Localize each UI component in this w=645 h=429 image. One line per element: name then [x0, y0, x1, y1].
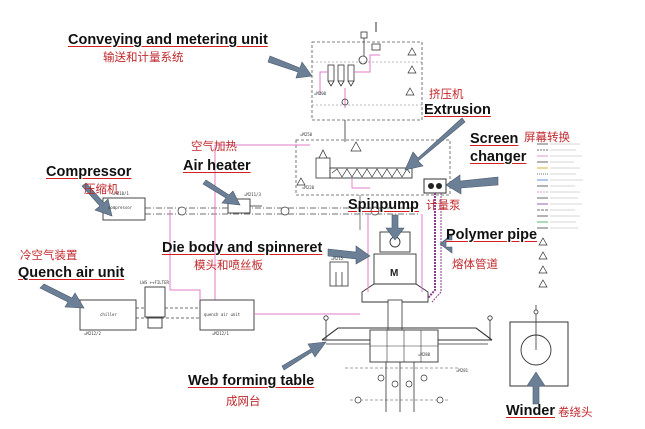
motor-label: M	[390, 268, 399, 279]
web-forming-label-en: Web forming table	[188, 373, 315, 389]
winder-schematic	[509, 305, 569, 387]
spinpump-label-cn: 计量泵	[426, 198, 461, 212]
air-heater-label-en: Air heater	[183, 158, 251, 174]
tag-m213: =M212/1	[212, 331, 229, 336]
tag-m281: =M281	[456, 368, 469, 373]
screen-changer-label-cn: 屏幕转换	[524, 130, 570, 144]
tag-m210: =M210/1	[112, 191, 129, 196]
tag-m220: =M220	[302, 185, 315, 190]
polymer-pipe-label-en: Polymer pipe	[446, 227, 538, 243]
compressor-label-en: Compressor	[46, 164, 132, 180]
winder-label-en: Winder	[506, 403, 556, 419]
arrow-spinpump	[385, 214, 405, 241]
filter-box-label: LWS ++FILTER	[140, 280, 169, 285]
screen-changer-label-en-2: changer	[470, 149, 527, 165]
tag-m250: =M250	[300, 132, 313, 137]
compressor-label-cn: 压缩机	[84, 182, 119, 196]
quench-schematic	[79, 286, 360, 331]
arrow-screen-changer	[445, 174, 499, 195]
quench-box-label: quench air unit	[204, 312, 241, 317]
die-body-label-cn: 模头和喷丝板	[194, 258, 263, 272]
tag-m212: =M212/2	[84, 331, 101, 336]
callout-arrows	[39, 55, 546, 405]
conveying-label-cn: 输送和计量系统	[103, 50, 184, 64]
web-forming-label-cn: 成网台	[226, 394, 261, 408]
winder-label-cn: 卷绕头	[558, 405, 593, 419]
tag-m211: =M211/3	[244, 192, 261, 197]
extrusion-schematic	[295, 139, 451, 196]
spinpump-label-en: Spinpump	[348, 197, 419, 213]
arrow-compressor	[81, 182, 113, 217]
extrusion-label-cn: 挤压机	[429, 87, 464, 101]
extrusion-label-en: Extrusion	[424, 102, 491, 118]
quench-label-en: Quench air unit	[18, 265, 125, 281]
conveying-label-en: Conveying and metering unit	[68, 32, 268, 48]
air-lines	[102, 144, 420, 300]
arrow-conveying	[267, 55, 313, 79]
tag-m200: =M200	[314, 91, 327, 96]
arrow-die-body	[327, 245, 371, 265]
arrow-extrusion	[404, 117, 466, 171]
spin-die-schematic	[329, 193, 442, 331]
tag-m280: =M280	[418, 352, 431, 357]
arrow-air-heater	[202, 179, 241, 206]
chiller-box-label: chiller	[100, 312, 117, 317]
arrow-quench	[39, 283, 85, 309]
arrow-web-forming	[281, 341, 327, 371]
tag-m215: =M215	[331, 256, 344, 261]
polymer-pipe-label-cn: 熔体管道	[452, 257, 498, 271]
arrow-winder	[526, 371, 546, 405]
die-body-label-en: Die body and spinneret	[162, 240, 323, 256]
conveying-unit-schematic	[311, 22, 423, 142]
air-heater-label-cn: 空气加热	[191, 139, 237, 153]
web-forming-table-schematic	[321, 315, 493, 412]
line-legend	[537, 143, 583, 288]
screen-changer-label-en-1: Screen	[470, 131, 519, 147]
compressor-box-label: compressor	[108, 205, 133, 210]
arrow-polymer-pipe	[439, 233, 453, 254]
quench-label-cn: 冷空气装置	[20, 248, 78, 262]
